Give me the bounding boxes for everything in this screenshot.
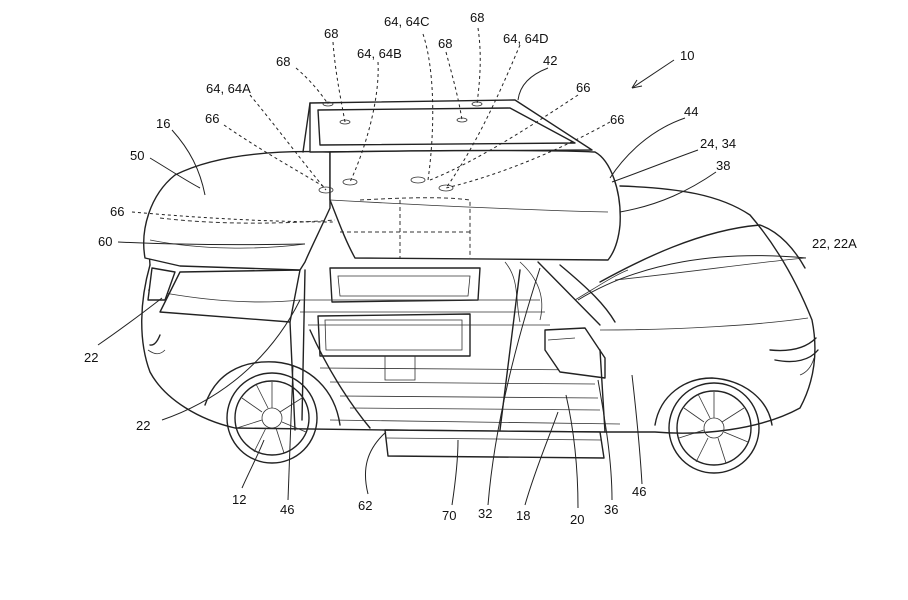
ref-44: 44 [684,104,698,119]
ref-68-a: 68 [324,26,338,41]
ref-20: 20 [570,512,584,527]
ref-24-34: 24, 34 [700,136,736,151]
ref-36: 36 [604,502,618,517]
ref-10: 10 [680,48,694,63]
ref-38: 38 [716,158,730,173]
ref-64-64c: 64, 64C [384,14,430,29]
ref-70: 70 [442,508,456,523]
roof-panel [302,99,621,261]
ref-64-64a: 64, 64A [206,81,251,96]
ref-66-a: 66 [576,80,590,95]
cabin-interior [289,261,606,433]
ref-22-22a: 22, 22A [812,236,857,251]
ref-60: 60 [98,234,112,249]
ref-22-b: 22 [136,418,150,433]
rear-roof-shell [143,150,336,271]
ref-16: 16 [156,116,170,131]
ref-12: 12 [232,492,246,507]
ref-68-d: 68 [276,54,290,69]
ref-46-b: 46 [632,484,646,499]
ref-32: 32 [478,506,492,521]
ref-66-b: 66 [610,112,624,127]
reference-numerals: 10 42 44 24, 34 38 22, 22A 64, 64C 64, 6… [84,10,857,527]
ref-62: 62 [358,498,372,513]
ref-64-64d: 64, 64D [503,31,549,46]
rear-wheel [204,361,341,464]
ref-50: 50 [130,148,144,163]
ref-18: 18 [516,508,530,523]
ref-66-c: 66 [205,111,219,126]
front-wheel [654,377,773,474]
leader-lines [97,27,807,509]
ref-66-d: 66 [110,204,124,219]
ref-68-c: 68 [438,36,452,51]
ref-42: 42 [543,53,557,68]
running-board [384,429,605,459]
ref-46-a: 46 [280,502,294,517]
ref-22-a: 22 [84,350,98,365]
ref-64-64b: 64, 64B [357,46,402,61]
ref-68-b: 68 [470,10,484,25]
